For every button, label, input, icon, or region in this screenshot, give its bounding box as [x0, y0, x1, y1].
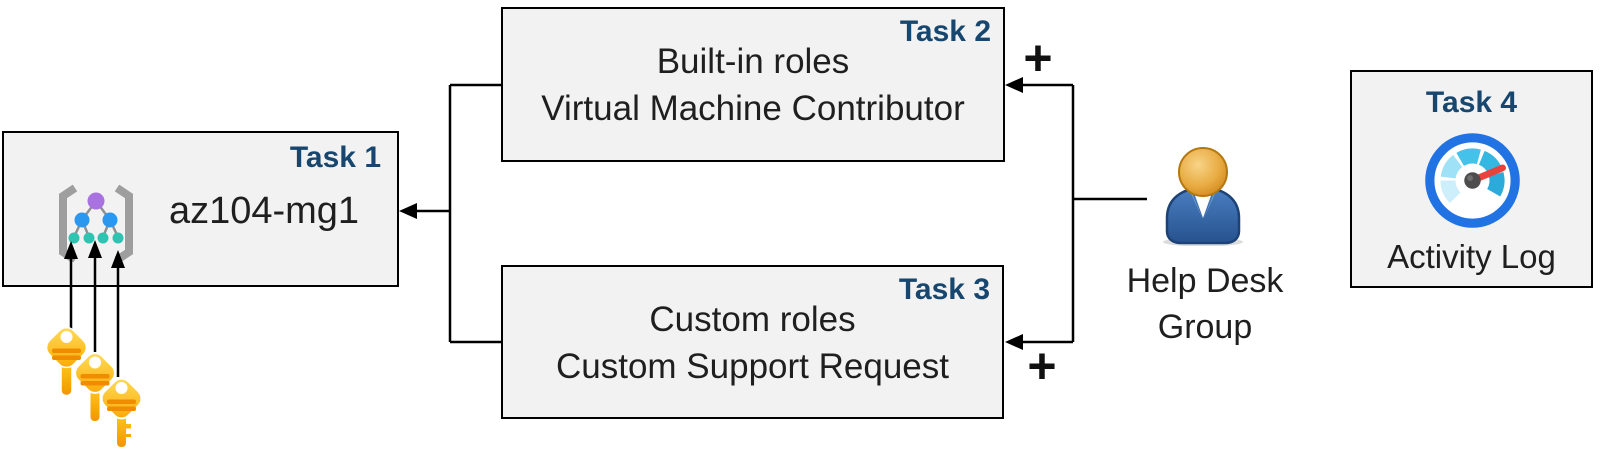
left-bracket-connector — [415, 83, 501, 344]
management-group-name: az104-mg1 — [168, 190, 360, 232]
task3-line2: Custom Support Request — [556, 347, 949, 386]
task4-box: Task 4 Activity Log — [1350, 70, 1593, 288]
activity-log-caption: Activity Log — [1387, 238, 1556, 275]
task1-box: Task 1 az104-mg1 — [2, 131, 399, 287]
arrowhead-into-task3 — [1005, 334, 1023, 350]
task3-label: Task 3 — [898, 273, 990, 306]
plus-sign-task2: + — [1023, 30, 1053, 86]
task2-box: Task 2 Built-in roles Virtual Machine Co… — [501, 7, 1005, 162]
task3-box: Task 3 Custom roles Custom Support Reque… — [501, 265, 1004, 419]
task2-line2: Virtual Machine Contributor — [541, 89, 965, 128]
task2-text: Built-in roles Virtual Machine Contribut… — [503, 38, 1003, 132]
user-icon — [1163, 147, 1243, 246]
help-desk-group-caption: Help Desk Group — [1105, 258, 1305, 350]
task4-label: Task 4 — [1425, 86, 1518, 119]
task1-label: Task 1 — [289, 141, 381, 174]
management-group-icon — [59, 184, 133, 262]
task2-label: Task 2 — [899, 15, 991, 48]
task2-line1: Built-in roles — [656, 42, 850, 81]
help-desk-line1: Help Desk — [1126, 262, 1284, 300]
arrowhead-into-task2 — [1005, 77, 1023, 93]
help-desk-line2: Group — [1157, 308, 1253, 346]
gauge-icon — [1425, 133, 1520, 228]
key-3 — [100, 377, 143, 449]
task3-text: Custom roles Custom Support Request — [503, 296, 1002, 390]
arrowhead-into-task1 — [399, 203, 417, 219]
task3-line1: Custom roles — [649, 300, 856, 339]
plus-sign-task3: + — [1027, 338, 1057, 394]
keys-icon — [45, 326, 143, 449]
